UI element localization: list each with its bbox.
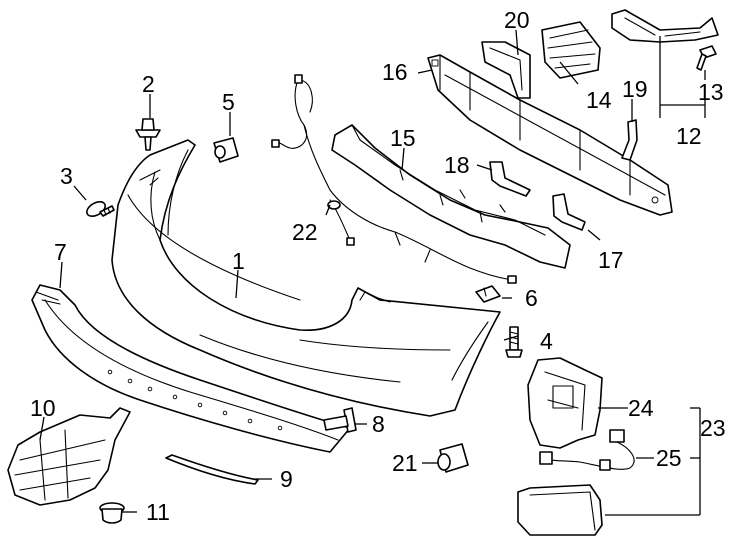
part-10-splash-shield xyxy=(7,407,131,506)
leader-lines xyxy=(39,29,706,516)
part-9-reflector xyxy=(165,454,259,485)
callout-17: 17 xyxy=(598,247,624,273)
part-7-lower-valance xyxy=(31,284,351,453)
part-4-bolt xyxy=(505,326,523,358)
part-19-bracket xyxy=(621,119,638,161)
callout-18: 18 xyxy=(444,152,470,178)
callout-21: 21 xyxy=(392,450,418,476)
callout-8: 8 xyxy=(372,411,385,437)
part-17-bracket xyxy=(552,193,586,231)
callout-13: 13 xyxy=(698,79,724,105)
callout-11: 11 xyxy=(146,499,170,525)
part-5-isolator xyxy=(213,137,239,163)
valance-holes xyxy=(107,369,283,431)
part-8-push-pin xyxy=(323,407,357,433)
callout-1: 1 xyxy=(232,248,245,274)
part-25-harness xyxy=(539,429,635,471)
part-22-wiring-harness xyxy=(271,74,517,284)
callout-5: 5 xyxy=(222,89,235,115)
part-6-clip xyxy=(475,285,501,303)
callout-22: 22 xyxy=(292,219,318,245)
part-3-screw xyxy=(86,200,115,218)
part-11-grommet xyxy=(99,502,125,524)
callout-12: 12 xyxy=(676,123,702,149)
callout-10: 10 xyxy=(30,395,56,421)
callout-6: 6 xyxy=(525,285,538,311)
part-20-bracket xyxy=(481,41,531,99)
part-1-bumper-cover xyxy=(111,139,501,417)
callout-19: 19 xyxy=(622,76,648,102)
callout-16: 16 xyxy=(382,59,408,85)
part-24-module-bracket xyxy=(527,357,603,449)
part-21-park-sensor xyxy=(437,443,469,473)
callout-labels: 1 2 3 4 5 6 7 8 9 10 11 12 13 14 15 16 1… xyxy=(30,7,726,525)
callout-4: 4 xyxy=(540,328,553,354)
part-23-module xyxy=(517,484,603,536)
callout-14: 14 xyxy=(586,87,612,113)
part-16-reinforcement-beam xyxy=(427,54,673,216)
callout-20: 20 xyxy=(504,7,530,33)
part-2-push-clip xyxy=(135,118,161,151)
callout-2: 2 xyxy=(142,71,155,97)
callout-9: 9 xyxy=(280,466,293,492)
part-15-energy-absorber xyxy=(331,124,571,269)
callout-7: 7 xyxy=(54,239,67,265)
callout-15: 15 xyxy=(390,125,416,151)
callout-24: 24 xyxy=(628,395,654,421)
callout-23: 23 xyxy=(700,415,726,441)
part-13-bolt xyxy=(696,45,717,71)
part-18-bracket xyxy=(489,161,531,197)
callout-25: 25 xyxy=(656,445,682,471)
part-12-side-bracket xyxy=(611,9,719,43)
part-14-shield xyxy=(541,21,601,79)
callout-3: 3 xyxy=(60,163,73,189)
